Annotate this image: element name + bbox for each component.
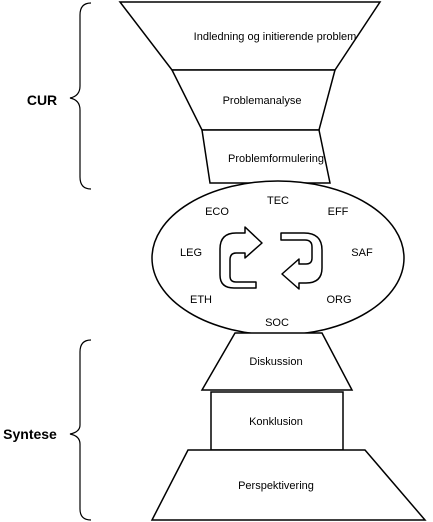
synthesis-step-2-label: Konklusion	[249, 416, 303, 428]
cycle-label-org: ORG	[326, 294, 351, 306]
syntese-brace	[69, 339, 92, 521]
syntese-label: Syntese	[3, 426, 57, 442]
cur-brace	[69, 2, 92, 190]
funnel-step-3-shape	[201, 129, 331, 184]
funnel-step-2-label: Problemanalyse	[223, 95, 302, 107]
synthesis-step-1-label: Diskussion	[249, 356, 302, 368]
synthesis-step-2-shape	[210, 391, 344, 451]
synthesis-step-3-shape	[150, 449, 427, 521]
funnel-step-1-label: Indledning og initierende problem	[194, 31, 357, 43]
cycle-label-leg: LEG	[180, 247, 202, 259]
cycle-label-eff: EFF	[328, 206, 349, 218]
circular-arrow-right-icon	[280, 232, 323, 290]
circular-arrow-left-icon	[219, 226, 263, 289]
cycle-label-eth: ETH	[190, 294, 212, 306]
cycle-label-eco: ECO	[205, 206, 229, 218]
cycle-label-soc: SOC	[265, 317, 289, 329]
cur-label: CUR	[27, 92, 57, 108]
cycle-label-saf: SAF	[351, 247, 373, 259]
funnel-step-3-label: Problemformulering	[228, 153, 324, 165]
cycle-label-tec: TEC	[267, 195, 289, 207]
synthesis-step-3-label: Perspektivering	[238, 480, 314, 492]
synthesis-step-1-shape	[200, 332, 354, 391]
